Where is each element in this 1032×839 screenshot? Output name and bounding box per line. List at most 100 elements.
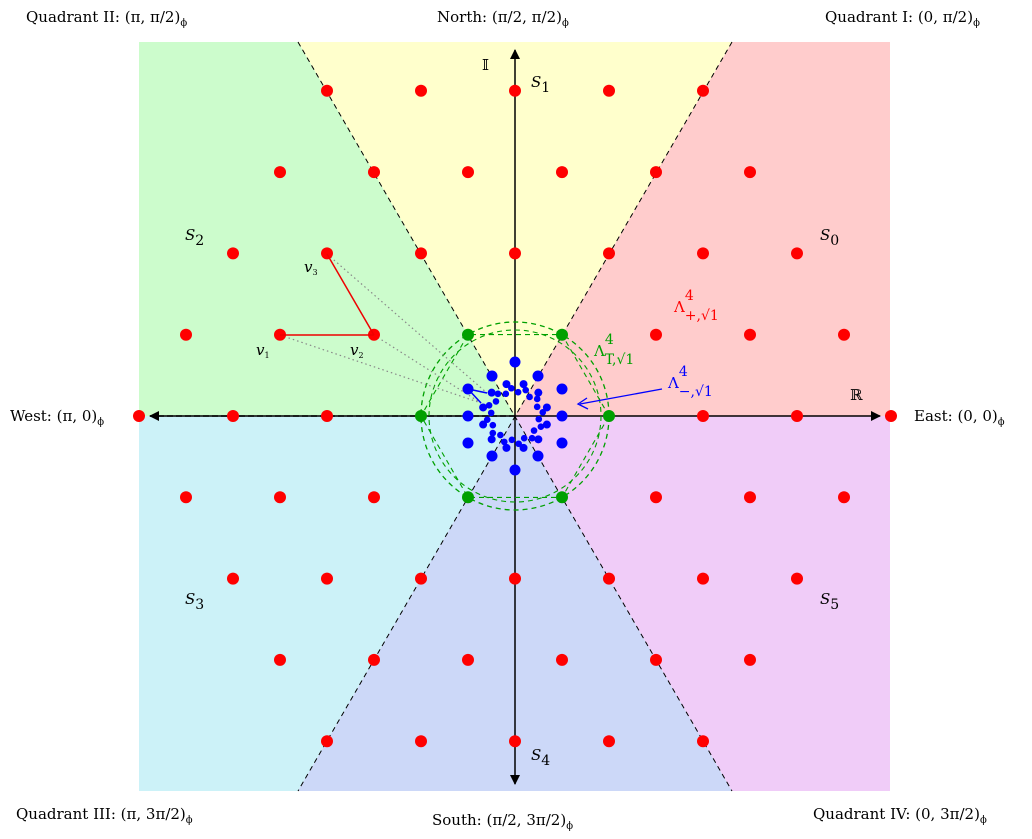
t-lattice-point bbox=[556, 491, 568, 504]
minus-lattice-point bbox=[519, 380, 528, 389]
minus-lattice-point bbox=[556, 410, 568, 422]
sector-s2-label: S2 bbox=[185, 226, 204, 249]
minus-lattice-point bbox=[514, 388, 522, 396]
plus-lattice-point bbox=[274, 491, 286, 504]
minus-lattice-point bbox=[556, 383, 568, 395]
plus-lattice-point bbox=[509, 572, 521, 585]
t-lattice-point bbox=[415, 410, 427, 422]
minus-lattice-point bbox=[542, 403, 551, 412]
minus-lattice-point bbox=[492, 398, 500, 405]
north-label: North: (π/2, π/2)ϕ bbox=[437, 8, 569, 29]
plus-lattice-point bbox=[838, 491, 850, 504]
projection-line bbox=[279, 334, 482, 404]
vector-v3-label: v3 bbox=[304, 258, 318, 277]
minus-lattice-point bbox=[533, 395, 541, 403]
minus-lattice-point bbox=[528, 434, 536, 442]
t-lattice-point bbox=[462, 328, 474, 341]
minus-lattice-point bbox=[556, 437, 568, 449]
minus-lattice-point bbox=[497, 431, 504, 439]
vector-v1-label: v1 bbox=[256, 341, 270, 360]
sector-s3-region bbox=[139, 416, 515, 791]
plus-lattice-point bbox=[321, 247, 333, 260]
plus-lattice-point bbox=[509, 247, 521, 260]
minus-lattice-point bbox=[508, 436, 516, 444]
plus-lattice-points bbox=[133, 84, 897, 748]
plus-lattice-point bbox=[697, 410, 709, 422]
sector-s4-label: S4 bbox=[531, 746, 550, 769]
minus-lattice-point bbox=[500, 438, 508, 446]
minus-lattice-label: Λ4−,√1 bbox=[667, 364, 713, 400]
sector-s5-label: S5 bbox=[820, 590, 839, 613]
minus-lattice-point bbox=[533, 403, 541, 411]
minus-lattice-point bbox=[534, 388, 543, 397]
minus-lattice-point bbox=[532, 450, 544, 462]
minus-lattice-point bbox=[462, 410, 474, 422]
minus-lattice-point bbox=[526, 393, 533, 401]
plus-lattice-point bbox=[321, 735, 333, 748]
plus-lattice-point bbox=[274, 166, 286, 179]
plus-lattice-point bbox=[603, 84, 615, 97]
minus-lattice-point bbox=[530, 427, 538, 434]
plus-lattice-point bbox=[650, 491, 662, 504]
sector-s5-region bbox=[515, 416, 890, 791]
t-lattice-circle-inner bbox=[428, 329, 602, 503]
projection-lines bbox=[279, 253, 488, 404]
minus-lattice-point bbox=[535, 415, 543, 423]
quadrant-iv-label: Quadrant IV: (0, 3π/2)ϕ bbox=[813, 805, 987, 826]
vector-v2-v3-edge bbox=[326, 253, 375, 336]
minus-lattice-point bbox=[502, 390, 510, 398]
plus-lattice-point bbox=[321, 410, 333, 422]
plus-lattice-point bbox=[415, 735, 427, 748]
arrow-head bbox=[576, 397, 589, 410]
west-label: West: (π, 0)ϕ bbox=[10, 407, 104, 428]
plus-lattice-point bbox=[744, 328, 756, 341]
plus-lattice-point bbox=[744, 166, 756, 179]
minus-lattice-point bbox=[487, 409, 495, 417]
plus-lattice-point bbox=[368, 491, 380, 504]
plus-lattice-point bbox=[321, 572, 333, 585]
sector-s0-label: S0 bbox=[820, 226, 839, 249]
plus-lattice-label: Λ4+,√1 bbox=[673, 288, 719, 324]
plus-lattice-point bbox=[415, 247, 427, 260]
real-axis-label: ℝ bbox=[850, 386, 863, 404]
t-lattice-points bbox=[415, 328, 615, 504]
plus-lattice-point bbox=[368, 166, 380, 179]
minus-lattice-point bbox=[522, 386, 530, 394]
south-label: South: (π/2, 3π/2)ϕ bbox=[432, 811, 573, 832]
minus-lattice-point bbox=[508, 384, 515, 392]
plus-lattice-point bbox=[697, 572, 709, 585]
plus-lattice-point bbox=[415, 572, 427, 585]
minus-lattice-point bbox=[489, 421, 497, 429]
minus-lattice-point bbox=[487, 435, 496, 444]
plus-lattice-point bbox=[227, 572, 239, 585]
minus-lattice-arrow bbox=[579, 388, 663, 405]
plus-lattice-point bbox=[274, 653, 286, 666]
east-label: East: (0, 0)ϕ bbox=[914, 407, 1005, 428]
plus-lattice-point bbox=[885, 410, 897, 422]
plus-lattice-point bbox=[650, 653, 662, 666]
plus-lattice-point bbox=[509, 735, 521, 748]
plus-lattice-point bbox=[415, 84, 427, 97]
minus-lattice-point bbox=[486, 450, 498, 462]
plus-lattice-point bbox=[650, 166, 662, 179]
plus-lattice-point bbox=[603, 247, 615, 260]
plus-lattice-point bbox=[133, 410, 145, 422]
plus-lattice-point bbox=[321, 84, 333, 97]
quadrant-i-label: Quadrant I: (0, π/2)ϕ bbox=[825, 8, 980, 29]
minus-lattice-point bbox=[494, 390, 502, 398]
sector-s2-region bbox=[139, 42, 515, 416]
minus-lattice-point bbox=[509, 356, 521, 368]
vector-v2-label: v2 bbox=[350, 341, 364, 360]
minus-lattice-point bbox=[502, 443, 511, 452]
minus-lattice-point bbox=[487, 388, 496, 397]
minus-lattice-point bbox=[509, 464, 521, 476]
minus-lattice-point bbox=[520, 434, 528, 442]
t-lattice-point bbox=[556, 328, 568, 341]
plus-lattice-point bbox=[744, 491, 756, 504]
quadrant-iii-label: Quadrant III: (π, 3π/2)ϕ bbox=[16, 805, 193, 826]
plus-lattice-point bbox=[603, 735, 615, 748]
imag-axis-label: 𝕀 bbox=[482, 56, 489, 74]
minus-lattice-point bbox=[485, 401, 493, 409]
minus-lattice-point bbox=[519, 443, 528, 452]
